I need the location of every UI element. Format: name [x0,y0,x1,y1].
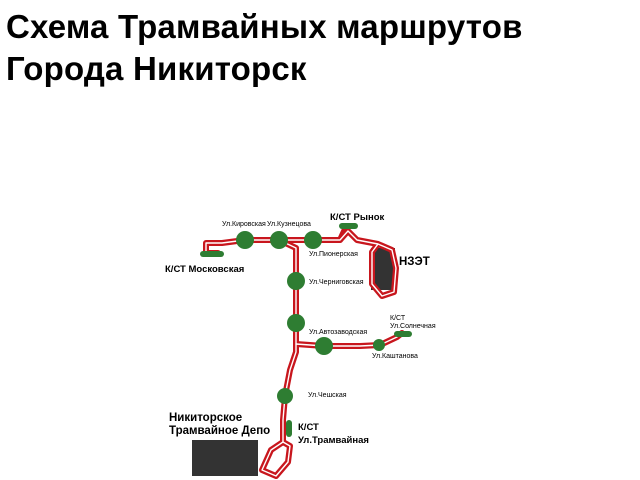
terminal-tramvaynaya[interactable] [286,420,292,437]
label-rynok: К/СТ Рынок [330,212,384,223]
title-line-2: Города Никиторск [6,50,307,87]
label-chernigovskaya: Ул.Черниговская [309,279,364,286]
label-kuznetsova: Ул.Кузнецова [267,221,311,228]
depot-building[interactable] [192,440,258,476]
label-tramvaynaya-1: К/СТ [298,422,319,433]
terminal-rynok[interactable] [339,223,358,229]
page-title: Схема Трамвайных маршрутов Города Никито… [6,6,523,90]
terminal-moskovskaya[interactable] [200,251,224,257]
terminal-solnechnaya[interactable] [394,331,412,337]
label-pionerskaya: Ул.Пионерская [309,251,358,258]
track-trunk [276,237,299,445]
stop-cheshskaya[interactable] [277,388,293,404]
stop-pionerskaya[interactable] [304,231,322,249]
stop-kuznetsova[interactable] [270,231,288,249]
label-solnechnaya-1: К/СТ [390,315,406,322]
title-line-1: Схема Трамвайных маршрутов [6,8,523,45]
label-kashtanova: Ул.Каштанова [372,353,418,360]
label-kirovskaya: Ул.Кировская [222,221,266,228]
stop-avtozavodskaya[interactable] [315,337,333,355]
label-depot-1: Никиторское [169,412,242,424]
stop-kirovskaya[interactable] [236,231,254,249]
label-tramvaynaya-2: Ул.Трамвайная [298,435,369,446]
label-nzet: НЗЭТ [399,256,430,268]
label-avtozavodskaya: Ул.Автозаводская [309,329,367,336]
stop-chernigovskaya[interactable] [287,272,305,290]
label-moskovskaya: К/СТ Московская [165,264,244,275]
label-cheshskaya: Ул.Чешская [308,392,347,399]
label-depot-2: Трамвайное Депо [169,425,270,437]
label-solnechnaya-2: Ул.Солнечная [390,323,436,330]
stop-kashtanova[interactable] [373,339,385,351]
stop-unnamed[interactable] [287,314,305,332]
